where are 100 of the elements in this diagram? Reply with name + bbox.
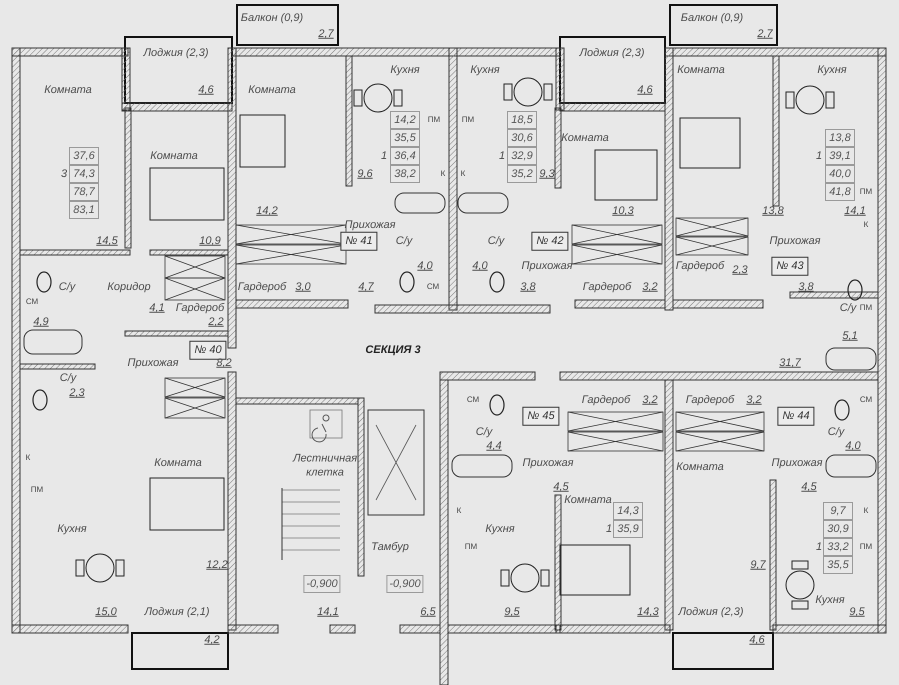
area-value: 2,2: [208, 314, 224, 330]
area-table-cell: 39,1: [825, 147, 855, 165]
area-table-cell: 9,7: [823, 502, 853, 520]
fixture-mark: ПМ: [30, 484, 44, 496]
area-table-cell: 35,9: [613, 520, 643, 538]
area-value: 2,3: [69, 386, 85, 401]
room-label: Прихожая: [521, 258, 573, 274]
area-value: 10,9: [199, 234, 221, 249]
area-value: 4,0: [845, 438, 861, 454]
area-value: 4,4: [486, 438, 502, 454]
area-value: 4,0: [417, 258, 433, 274]
area-value: 4,9: [33, 314, 49, 330]
room-label: Кухня: [485, 522, 515, 537]
area-table-cell: 14,3: [613, 502, 643, 520]
room-label: Прихожая: [769, 234, 821, 249]
room-label: Прихожая: [522, 456, 574, 471]
area-value: 10,3: [612, 204, 634, 219]
room-label: Гардероб: [686, 392, 734, 408]
area-value: 2,7: [318, 26, 334, 42]
apartment-number: № 42: [531, 232, 569, 250]
fixture-mark: К: [460, 168, 466, 180]
area-table-cell: -0,900: [386, 575, 424, 593]
room-label: 1: [380, 148, 388, 164]
fixture-mark: ПМ: [860, 541, 872, 553]
fixture-mark: ПМ: [860, 186, 872, 198]
area-value: 3,8: [798, 280, 814, 295]
room-label: Гардероб: [176, 300, 224, 316]
area-value: 3,2: [642, 392, 658, 408]
area-value: 31,7: [779, 356, 801, 371]
room-label: Прихожая: [344, 218, 396, 233]
area-value: 4,0: [472, 258, 488, 274]
area-value: 9,3: [539, 166, 555, 182]
area-value: 3,8: [520, 280, 536, 295]
area-table-cell: 41,8: [825, 183, 855, 201]
area-value: 3,2: [642, 280, 658, 295]
area-value: 15,0: [95, 604, 117, 620]
area-value: 14,3: [637, 604, 659, 620]
room-label: Прихожая: [127, 356, 179, 371]
room-label: Кухня: [815, 592, 845, 608]
room-label: С/у: [396, 234, 412, 249]
apartment-number: № 41: [340, 232, 378, 250]
area-value: 4,1: [149, 300, 165, 316]
fixture-mark: СМ: [426, 281, 440, 293]
area-table-cell: 36,4: [390, 147, 420, 165]
room-label: С/у: [476, 424, 492, 440]
room-label: Тамбур: [371, 540, 409, 555]
room-label: Комната: [248, 82, 296, 98]
area-value: 14,1: [317, 604, 339, 620]
room-label: Гардероб: [238, 280, 286, 295]
room-label: Кухня: [57, 522, 87, 537]
room-label: Балкон (0,9): [240, 10, 304, 26]
room-label: Кухня: [390, 62, 420, 78]
area-value: 9,6: [357, 166, 373, 182]
room-label: Гардероб: [676, 258, 724, 274]
room-label: Балкон (0,9): [680, 10, 744, 26]
room-label: Комната: [44, 82, 92, 98]
area-table-cell: 32,9: [507, 147, 537, 165]
area-table-cell: 40,0: [825, 165, 855, 183]
area-value: 9,5: [504, 604, 520, 620]
fixture-mark: СМ: [26, 296, 38, 308]
area-value: 9,7: [750, 558, 766, 573]
room-label: Гардероб: [582, 280, 632, 295]
area-table-cell: 33,2: [823, 538, 853, 556]
room-label: Комната: [561, 130, 609, 146]
area-table-cell: 14,2: [390, 111, 420, 129]
fixture-mark: ПМ: [428, 114, 440, 126]
room-label: Гардероб: [582, 392, 630, 408]
area-value: 12,2: [206, 558, 228, 573]
area-table-cell: 38,2: [390, 165, 420, 183]
fixture-mark: К: [456, 505, 462, 517]
area-value: 14,1: [844, 204, 866, 219]
area-value: 4,5: [553, 480, 569, 495]
apartment-number: № 44: [777, 406, 815, 426]
area-table-cell: 78,7: [69, 183, 99, 201]
area-value: 2,7: [757, 26, 773, 42]
area-value: 4,6: [637, 82, 653, 98]
fixture-mark: К: [864, 505, 868, 517]
area-value: 9,5: [849, 604, 865, 620]
area-table-cell: 13,8: [825, 129, 855, 147]
room-label: 1: [498, 148, 506, 164]
area-table-cell: 30,6: [507, 129, 537, 147]
fixture-mark: СМ: [860, 394, 872, 406]
room-label: 3: [60, 166, 68, 182]
room-label: Лоджия (2,3): [144, 46, 208, 61]
area-table-cell: 74,3: [69, 165, 99, 183]
area-value: 5,1: [842, 328, 858, 344]
room-label: Коридор: [107, 280, 151, 295]
area-value: 4,6: [198, 82, 214, 98]
room-label: Лестничная клетка: [293, 452, 357, 480]
room-label: 1: [816, 540, 822, 555]
area-table-cell: 30,9: [823, 520, 853, 538]
room-label: 1: [816, 148, 822, 164]
room-label: Лоджия (2,3): [678, 604, 744, 620]
area-table-cell: 18,5: [507, 111, 537, 129]
area-table-cell: 35,2: [507, 165, 537, 183]
apartment-number: № 40: [189, 340, 227, 360]
area-value: 3,0: [295, 280, 311, 295]
room-label: Лоджия (2,1): [144, 604, 210, 620]
area-value: 4,7: [358, 280, 374, 295]
fixture-mark: К: [26, 452, 30, 464]
